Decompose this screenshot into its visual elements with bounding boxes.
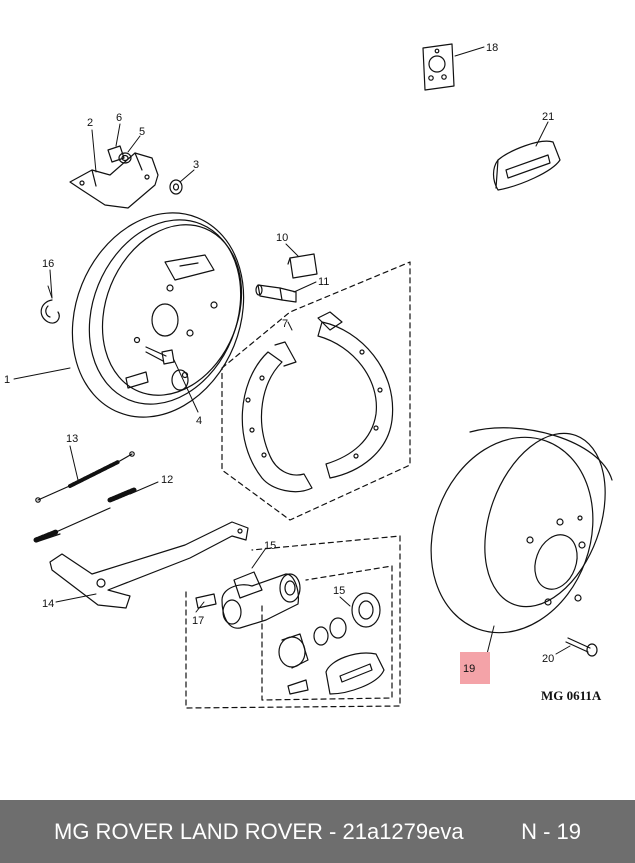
screw-part: [565, 637, 598, 657]
bracket-assembly: [69, 145, 183, 209]
callout-18[interactable]: 18: [486, 42, 498, 54]
callout-20[interactable]: 20: [542, 653, 554, 665]
callout-15[interactable]: 15: [333, 585, 345, 597]
pull-off-spring-part: [33, 487, 137, 543]
callout-labels: 18 21 2 6 5 3 16 1 4 10 11 7 13 12 14 15…: [4, 42, 602, 703]
callout-4[interactable]: 4: [196, 415, 202, 427]
handbrake-lever-part: [49, 521, 249, 609]
callout-13[interactable]: 11: [318, 276, 329, 288]
exploded-parts-diagram: 18 21 2 6 5 3 16 1 4 10 11 7 13 12 14 15…: [4, 42, 613, 709]
brake-pad-part: [492, 140, 561, 191]
callout-3[interactable]: 3: [193, 159, 199, 171]
footer-page-number: N - 19: [521, 818, 581, 844]
circlip-part: [40, 299, 60, 324]
brake-shoes-part: [221, 261, 411, 521]
callout-21[interactable]: 21: [542, 111, 554, 123]
footer-title: MG ROVER LAND ROVER - 21a1279eva: [54, 818, 464, 844]
callout-5[interactable]: 5: [139, 126, 145, 138]
repair-kit-part: [261, 565, 393, 701]
callout-9[interactable]: 12: [161, 474, 173, 486]
wheel-cylinder-part: [185, 535, 401, 709]
callout-16[interactable]: 17: [192, 615, 204, 627]
callout-7[interactable]: 7: [282, 318, 288, 330]
leader-lines: [13, 46, 571, 659]
callout-19[interactable]: 19: [463, 663, 475, 675]
callout-11[interactable]: 14: [42, 598, 54, 610]
gasket-part: [422, 43, 455, 91]
backplate-part: [71, 212, 245, 418]
callout-10[interactable]: 13: [66, 433, 78, 445]
callout-6[interactable]: 6: [116, 112, 122, 124]
return-spring-part: [35, 451, 135, 503]
callout-2[interactable]: 2: [87, 117, 93, 129]
bolt-part: [145, 346, 175, 365]
footer-bar: MG ROVER LAND ROVER - 21a1279eva N - 19: [0, 800, 635, 863]
diagram-reference-code: MG 0611A: [541, 688, 602, 703]
callout-14[interactable]: 15: [264, 540, 276, 552]
adjuster-block-part: [287, 253, 318, 279]
highlight-box: [460, 652, 490, 684]
callout-12[interactable]: 10: [276, 232, 288, 244]
callout-1[interactable]: 1: [4, 374, 10, 386]
brake-drum-part: [430, 427, 613, 634]
plunger-part: [255, 284, 297, 303]
callout-17[interactable]: 16: [42, 258, 54, 270]
